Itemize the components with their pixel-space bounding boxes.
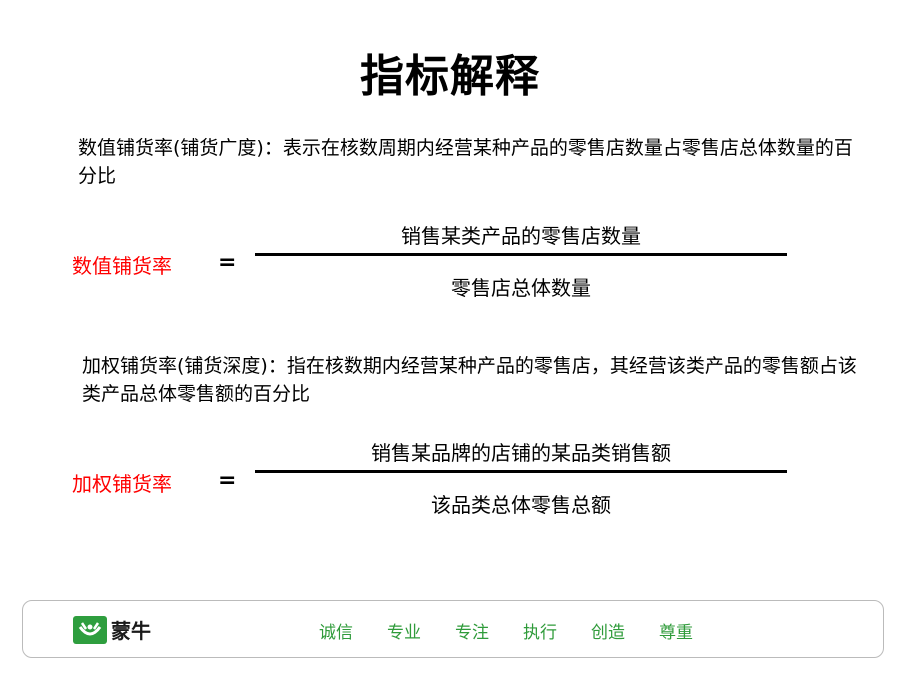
weighted-distribution-numerator: 销售某品牌的店铺的某品类销售额	[371, 441, 671, 465]
footer-bar: 蒙牛 诚信 专业 专注 执行 创造 尊重	[22, 600, 884, 658]
slogan-item: 诚信	[319, 623, 353, 643]
numeric-distribution-denominator: 零售店总体数量	[451, 276, 591, 300]
mengniu-logo-icon	[73, 615, 107, 644]
equals-sign: =	[218, 250, 237, 275]
slogan-item: 专注	[455, 623, 489, 643]
numeric-distribution-numerator: 销售某类产品的零售店数量	[401, 224, 641, 248]
weighted-distribution-denominator: 该品类总体零售总额	[431, 493, 611, 517]
equals-sign: =	[218, 468, 237, 493]
weighted-distribution-term: 加权铺货率	[72, 472, 172, 496]
numeric-distribution-definition: 数值铺货率(铺货广度)：表示在核数周期内经营某种产品的零售店数量占零售店总体数量…	[78, 137, 853, 187]
slogan-list: 诚信 专业 专注 执行 创造 尊重	[319, 618, 693, 643]
logo-text: 蒙牛	[111, 619, 151, 643]
fraction-line	[255, 470, 787, 473]
page-title: 指标解释	[360, 51, 540, 102]
slogan-item: 专业	[387, 623, 421, 643]
fraction-line	[255, 253, 787, 256]
weighted-distribution-definition: 加权铺货率(铺货深度)：指在核数期内经营某种产品的零售店，其经营该类产品的零售额…	[82, 355, 857, 405]
brand-logo: 蒙牛	[73, 615, 151, 644]
numeric-distribution-term: 数值铺货率	[72, 254, 172, 278]
slogan-item: 尊重	[659, 623, 693, 643]
slogan-item: 执行	[523, 623, 557, 643]
slogan-item: 创造	[591, 623, 625, 643]
